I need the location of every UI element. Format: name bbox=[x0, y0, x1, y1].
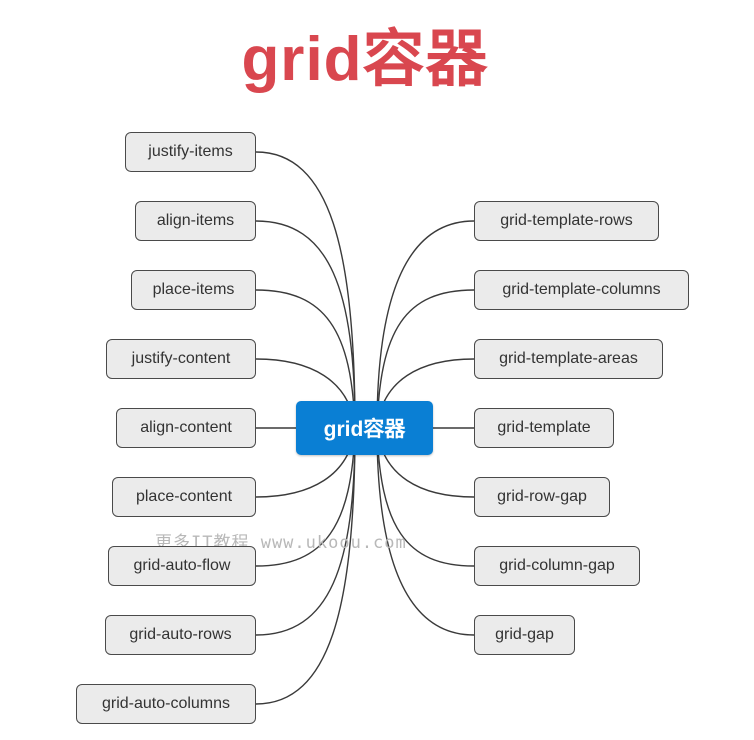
node-grid-template: grid-template bbox=[474, 408, 614, 448]
connector-line-left-1 bbox=[255, 151, 356, 429]
diagram-title: grid容器 bbox=[241, 25, 489, 94]
center-node: grid容器 bbox=[296, 401, 433, 455]
node-justify-content: justify-content bbox=[106, 339, 256, 379]
node-grid-column-gap: grid-column-gap bbox=[474, 546, 640, 586]
connector-line-left-3 bbox=[255, 289, 356, 429]
node-place-content: place-content bbox=[112, 477, 256, 517]
node-grid-auto-columns: grid-auto-columns bbox=[76, 684, 256, 724]
connector-line-left-7 bbox=[255, 427, 356, 567]
node-place-items: place-items bbox=[131, 270, 256, 310]
connector-line-right-7 bbox=[376, 427, 475, 636]
connector-line-left-2 bbox=[255, 220, 356, 429]
node-grid-template-columns: grid-template-columns bbox=[474, 270, 689, 310]
node-justify-items: justify-items bbox=[125, 132, 256, 172]
node-align-content: align-content bbox=[116, 408, 256, 448]
connector-line-right-2 bbox=[376, 289, 475, 429]
node-grid-row-gap: grid-row-gap bbox=[474, 477, 610, 517]
node-grid-auto-flow: grid-auto-flow bbox=[108, 546, 256, 586]
node-grid-template-rows: grid-template-rows bbox=[474, 201, 659, 241]
connector-line-left-9 bbox=[255, 427, 356, 705]
connector-line-right-1 bbox=[376, 220, 475, 429]
node-grid-auto-rows: grid-auto-rows bbox=[105, 615, 256, 655]
connector-line-right-6 bbox=[376, 427, 475, 567]
node-grid-template-areas: grid-template-areas bbox=[474, 339, 663, 379]
node-grid-gap: grid-gap bbox=[474, 615, 575, 655]
node-align-items: align-items bbox=[135, 201, 256, 241]
